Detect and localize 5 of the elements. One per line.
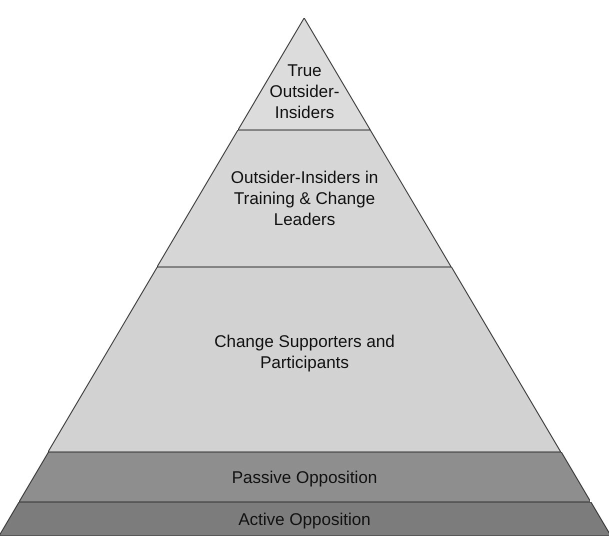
tier-label: Passive Opposition — [230, 466, 378, 488]
tier-label: Outsider-Insiders in Training & Change Leaders — [230, 167, 380, 230]
tier-label: Change Supporters and Participants — [213, 331, 396, 374]
tier-label: True Outsider-Insiders — [268, 60, 340, 123]
tier-label: Active Opposition — [237, 508, 372, 530]
